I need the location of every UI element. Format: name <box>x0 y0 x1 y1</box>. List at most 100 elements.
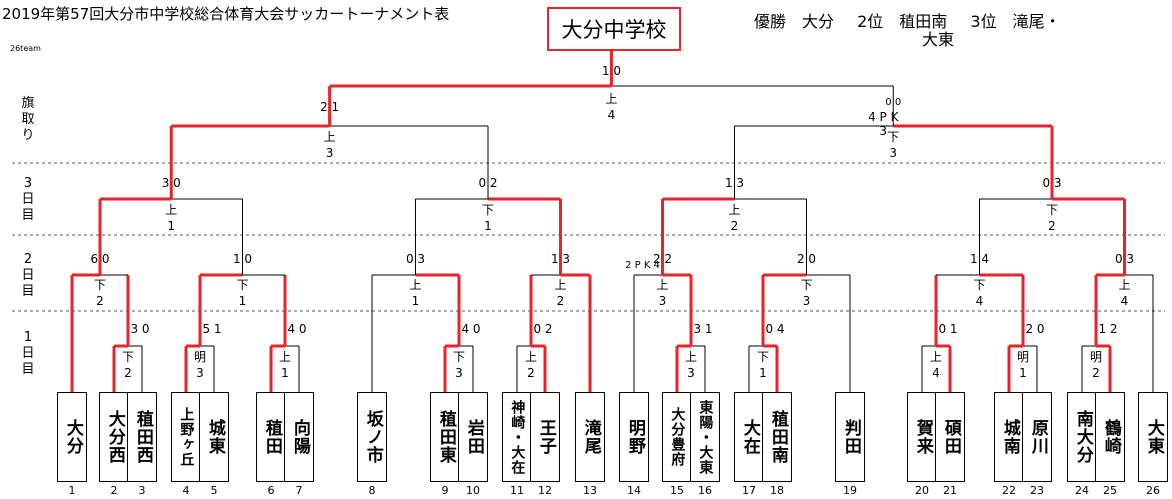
champion-box: 大分中学校 <box>547 7 681 51</box>
match-court-label: 下 <box>887 130 900 144</box>
match-score: 3 0 <box>130 322 150 336</box>
match-score: 0 2 <box>478 176 498 190</box>
match-court-label: 上 <box>684 350 697 364</box>
team-box: 稙田 <box>256 392 286 482</box>
match-number-label: 2 <box>124 366 132 380</box>
match-court-label: 上 <box>409 278 422 292</box>
team-box: 向陽 <box>284 392 314 482</box>
match-score: 1 2 <box>1098 322 1118 336</box>
match-number-label: 3 <box>196 366 204 380</box>
team-number: 15 <box>670 484 684 497</box>
match-number-label: 2 <box>96 294 104 308</box>
result-third-b: 大東 <box>922 30 955 49</box>
pk-score: 4 P K 3 <box>868 110 899 138</box>
team-number: 3 <box>138 484 146 497</box>
team-box: 賀来 <box>907 392 937 482</box>
match-number-label: 1 <box>281 366 289 380</box>
match-court-label: 下 <box>93 278 106 292</box>
team-box: 判田 <box>835 392 865 482</box>
team-number: 14 <box>627 484 641 497</box>
team-number: 26 <box>1146 484 1160 497</box>
team-box: 稙田東 <box>430 392 460 482</box>
team-number: 6 <box>267 484 275 497</box>
match-court-label: 下 <box>121 350 134 364</box>
match-number-label: 1 <box>759 366 767 380</box>
match-number-label: 3 <box>802 294 811 308</box>
match-court-label: 上 <box>929 350 942 364</box>
match-number-label: 1 <box>167 219 176 233</box>
team-number: 25 <box>1103 484 1117 497</box>
row-label-day2: 2日目 <box>21 252 35 299</box>
match-court-label: 上 <box>165 203 178 217</box>
match-court-label: 下 <box>236 278 249 292</box>
match-score: 1 4 <box>969 252 990 266</box>
match-score: 1 0 <box>232 252 253 266</box>
team-number: 24 <box>1075 484 1089 497</box>
team-number: 12 <box>538 484 552 497</box>
pk-score: 2 P K 4 <box>625 260 660 271</box>
match-court-label: 上 <box>278 350 291 364</box>
team-number: 23 <box>1030 484 1044 497</box>
match-score: 0 3 <box>1042 176 1062 190</box>
match-number-label: 1 <box>411 294 420 308</box>
team-number: 7 <box>295 484 303 497</box>
team-count: 26team <box>10 44 41 53</box>
match-number-label: 1 <box>484 219 492 233</box>
team-number: 5 <box>210 484 218 497</box>
match-score: 0 2 <box>533 322 553 336</box>
team-box: 大東 <box>1138 392 1168 482</box>
pk-score: 0 0 <box>885 97 902 108</box>
match-court-label: 明 <box>1089 350 1102 364</box>
page-title: 2019年第57回大分市中学校総合体育大会サッカートーナメント表 <box>2 5 450 23</box>
match-number-label: 4 <box>932 366 940 380</box>
match-number-label: 4 <box>1120 294 1129 308</box>
match-court-label: 明 <box>193 350 206 364</box>
match-number-label: 4 <box>975 294 984 308</box>
match-court-label: 明 <box>1016 350 1029 364</box>
row-label-semis: 旗取り <box>21 96 35 143</box>
match-number-label: 1 <box>238 294 247 308</box>
match-number-label: 2 <box>556 294 565 308</box>
match-score: 0 4 <box>765 322 785 336</box>
team-number: 9 <box>441 484 449 497</box>
team-box: 東陽・大東 <box>690 392 720 482</box>
result-second: 2位 稙田南 <box>857 12 948 31</box>
team-number: 18 <box>770 484 784 497</box>
match-score: 1 3 <box>550 252 571 266</box>
match-number-label: 3 <box>325 146 334 160</box>
team-box: 大分西 <box>99 392 129 482</box>
team-box: 坂ノ市 <box>357 392 387 482</box>
team-number: 20 <box>915 484 929 497</box>
match-court-label: 上 <box>605 92 618 106</box>
team-box: 神崎・大在 <box>502 392 532 482</box>
match-court-label: 下 <box>481 203 494 217</box>
team-number: 2 <box>110 484 118 497</box>
match-court-label: 上 <box>656 278 669 292</box>
match-score: 4 0 <box>287 322 307 336</box>
team-number: 13 <box>583 484 597 497</box>
match-number-label: 4 <box>607 108 616 122</box>
team-number: 11 <box>510 484 524 497</box>
team-number: 8 <box>368 484 376 497</box>
team-box: 大分 <box>57 392 87 482</box>
match-court-label: 上 <box>1118 278 1131 292</box>
match-number-label: 3 <box>889 146 898 160</box>
team-box: 稙田南 <box>762 392 792 482</box>
match-score: 1 3 <box>724 176 745 190</box>
team-box: 明野 <box>619 392 649 482</box>
match-score: 4 0 <box>461 322 481 336</box>
team-box: 上野ヶ丘 <box>171 392 201 482</box>
match-number-label: 1 <box>1019 366 1027 380</box>
team-number: 1 <box>68 484 76 497</box>
team-number: 21 <box>943 484 957 497</box>
match-score: 2 2 <box>652 252 673 266</box>
match-number-label: 2 <box>730 219 739 233</box>
match-number-label: 3 <box>455 366 463 380</box>
match-score: 6 0 <box>90 252 110 266</box>
match-court-label: 上 <box>524 350 537 364</box>
results-summary: 優勝 大分 2位 稙田南 3位 滝尾・ 大東 <box>754 8 1079 49</box>
team-box: 原川 <box>1022 392 1052 482</box>
team-box: 大分豊府 <box>662 392 692 482</box>
team-box: 南大分 <box>1067 392 1097 482</box>
